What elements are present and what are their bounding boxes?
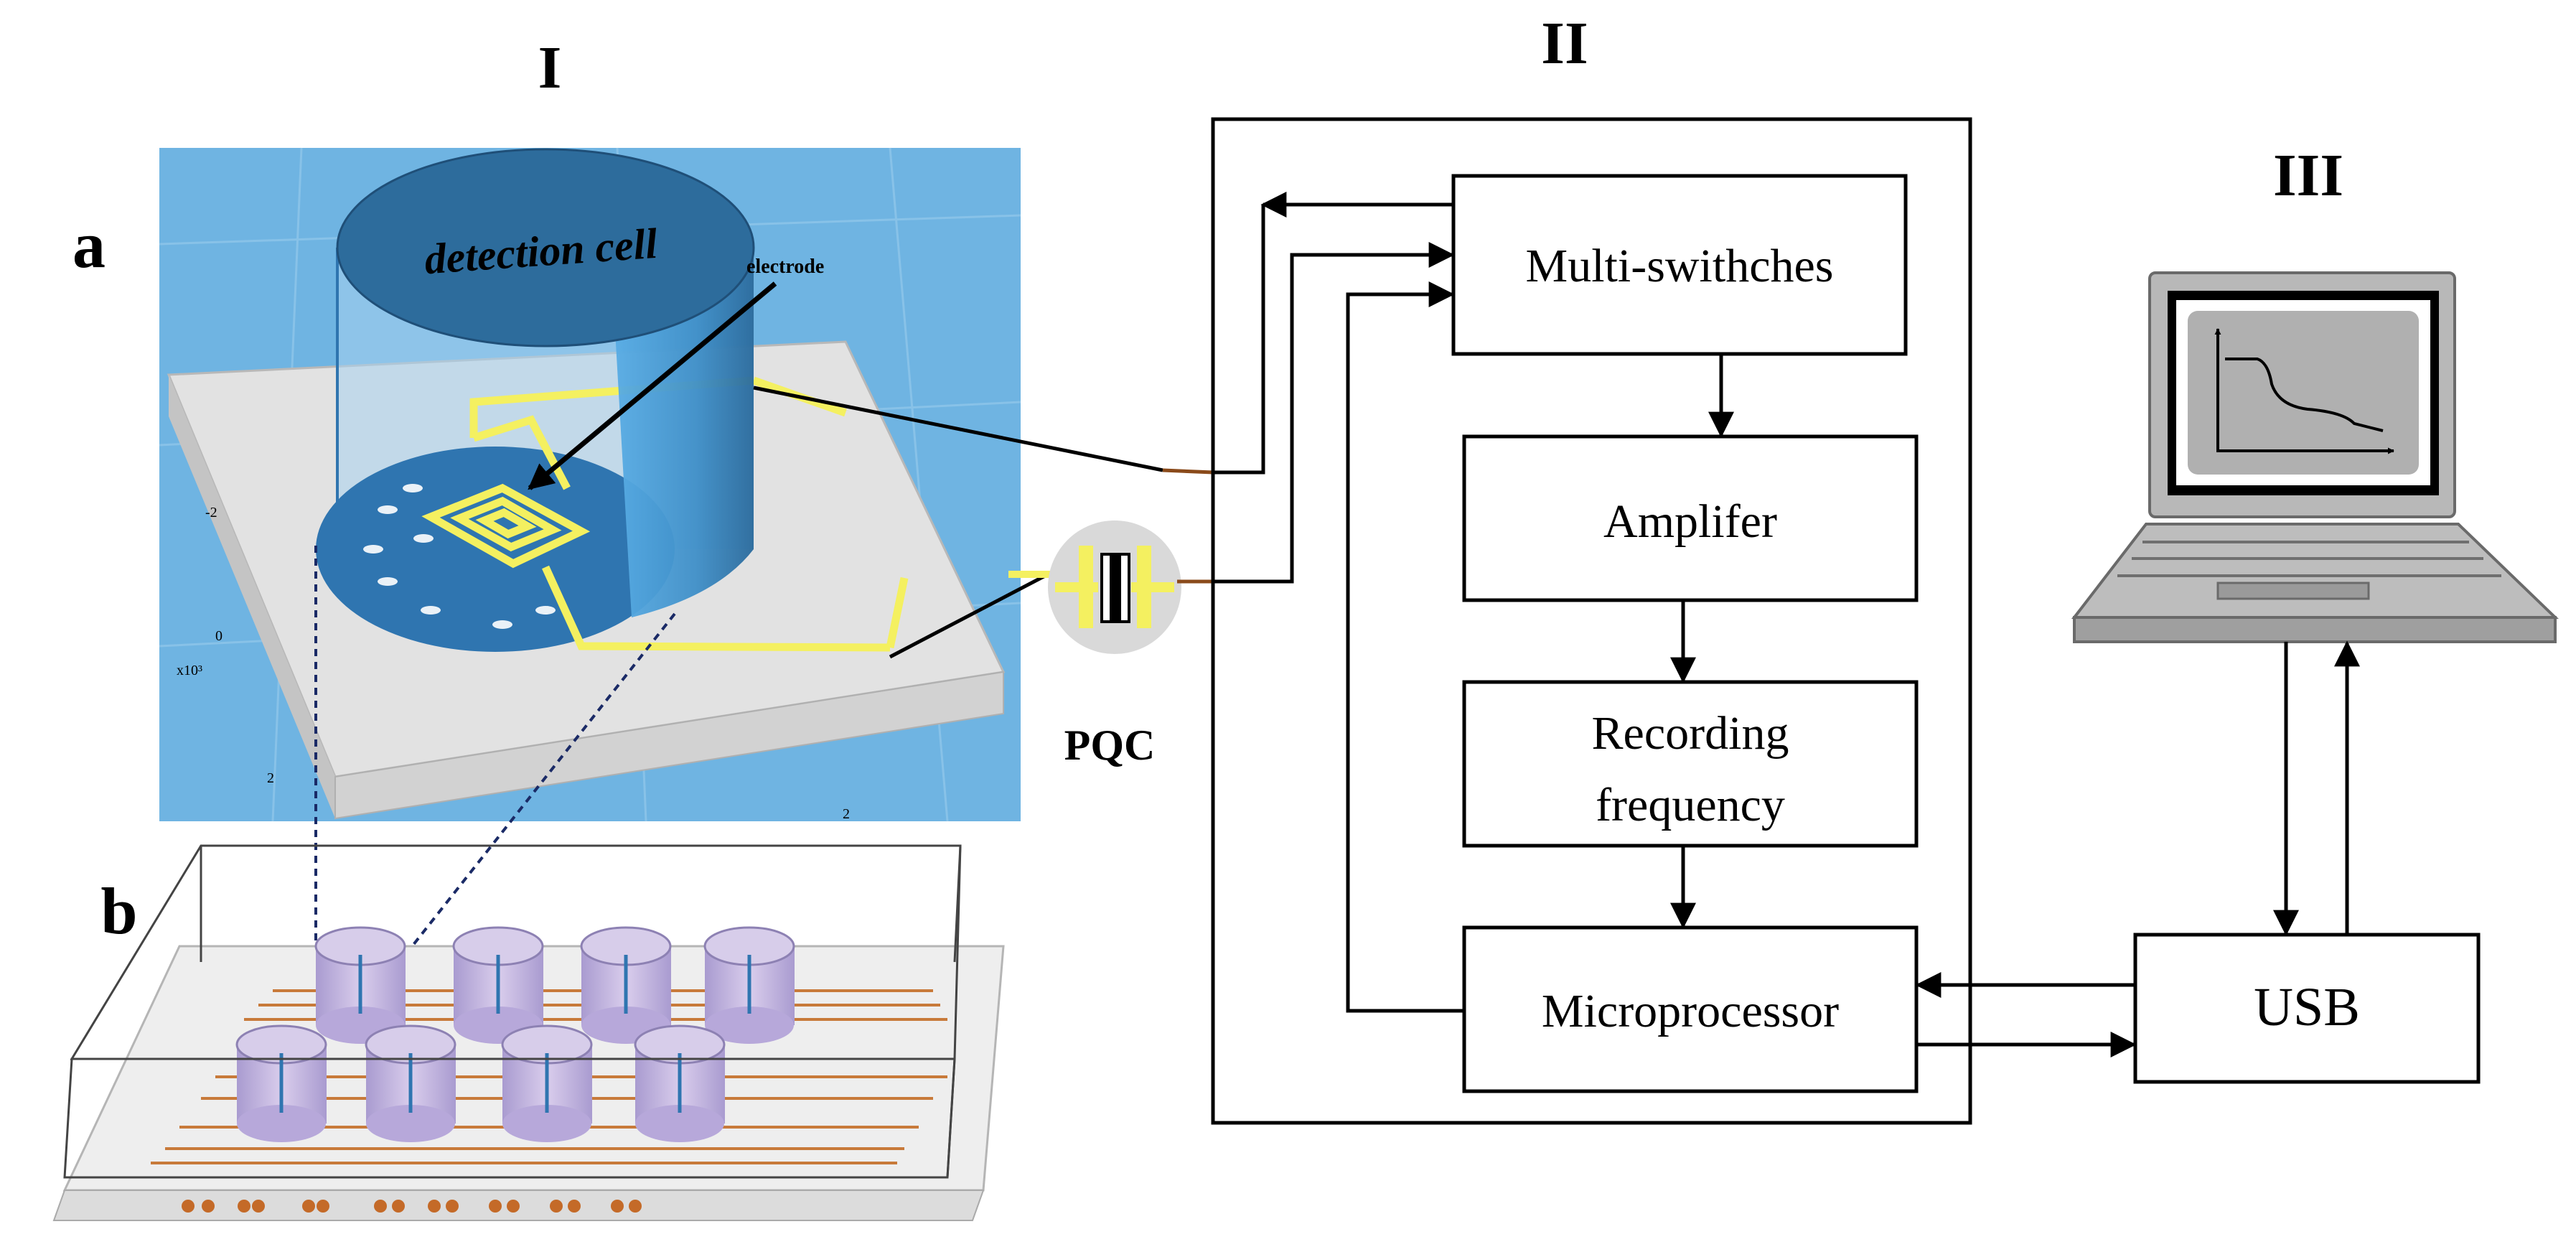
well [580,926,672,1044]
cell-lid [336,148,755,347]
usb-block: USB [2133,933,2481,1084]
well [235,1024,327,1142]
laptop-icon [2071,271,2559,643]
well [452,926,544,1044]
microprocessor-block: Microprocessor [1462,925,1919,1093]
well [501,1024,593,1142]
axis-tick: x10³ [177,663,202,678]
recording-label-line2: frequency [1596,779,1785,831]
multi-well-chip [52,844,1005,1221]
chart-icon [2214,328,2394,454]
axis-tick: 0 [215,628,223,644]
recording-label-line1: Recording [1592,707,1789,760]
usb-label: USB [2254,977,2360,1037]
switches-label: Multi-swithches [1526,240,1834,292]
switch-input-arrows [1213,192,1464,1013]
axis-tick: 2 [267,770,274,786]
pqc-label: PQC [1064,721,1156,769]
usb-microprocessor-arrows [1915,972,2137,1057]
panel-label-a: a [72,208,106,281]
section-label-III: III [2273,142,2343,209]
electrode-pointer-arrow [528,281,777,490]
section-label-II: II [1541,10,1588,77]
laptop-usb-arrows [2273,640,2360,936]
amplifier-block: Amplifer [1462,434,1919,602]
recording-frequency-block: Recording frequency [1462,680,1919,848]
axis-tick: -2 [205,505,217,520]
panel-label-b: b [100,874,137,948]
crystal-icon [1048,520,1181,654]
amplifier-label: Amplifer [1603,495,1777,548]
well [314,926,406,1044]
detection-cell-render: detection cell electrode -2 0 x10³ 2 2 [159,147,1163,822]
section-label-I: I [538,34,562,101]
well [365,1024,456,1142]
chip-enclosure [63,844,962,1179]
electrode-label: electrode [746,256,824,278]
projection-lines [314,546,676,974]
cell-wall [610,244,754,617]
well [703,926,795,1044]
flow-arrows [1670,354,1734,929]
processing-unit-frame [1211,117,1972,1125]
axis-tick: 2 [843,806,850,822]
microprocessor-label: Microprocessor [1542,985,1839,1037]
well [634,1024,726,1142]
switches-block: Multi-swithches [1451,174,1908,356]
